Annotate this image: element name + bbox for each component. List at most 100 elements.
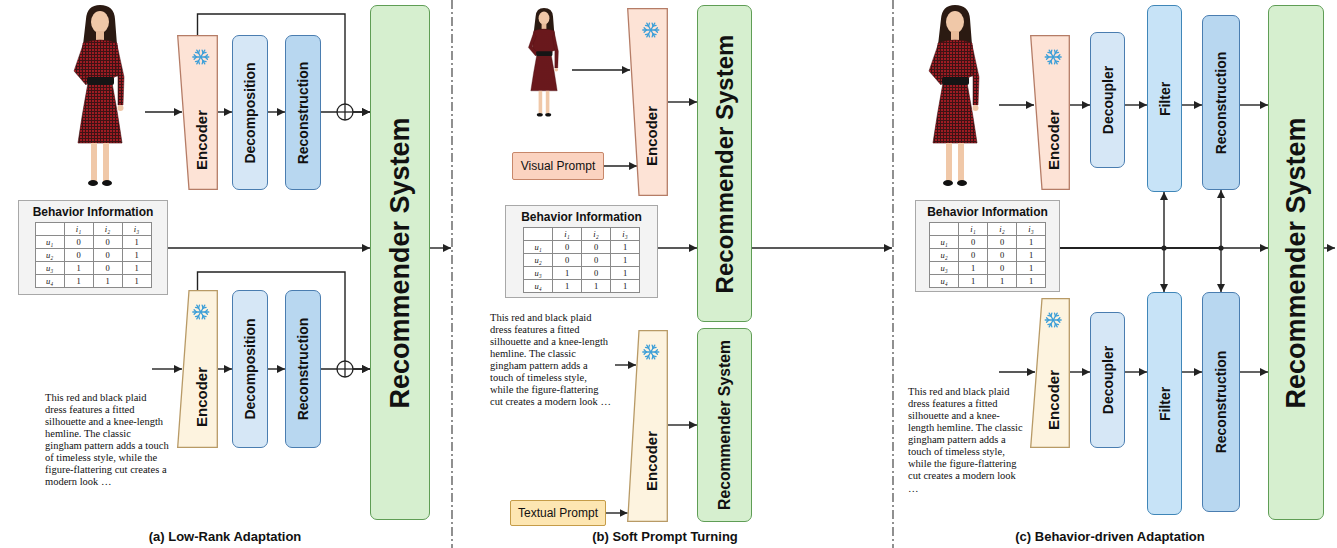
matrix-cell: 1 [1017, 249, 1046, 262]
connector-arrow [668, 424, 697, 425]
connector-arrow [658, 247, 697, 248]
panel-separator [452, 0, 893, 548]
recommender-box: Recommender System [697, 328, 752, 522]
matrix-cell: u₁ [930, 236, 959, 249]
matrix-cell: 1 [1017, 236, 1046, 249]
matrix-cell: i₂ [988, 223, 1017, 236]
matrix-cell: 0 [94, 236, 123, 249]
matrix-cell: 1 [611, 267, 640, 280]
encoder-label: Encoder [193, 110, 208, 170]
connector-arrow [1070, 371, 1090, 372]
matrix-cell: 0 [65, 249, 94, 262]
item-description: This red and black plaid dress features … [45, 392, 170, 489]
recommender-label: Recommender System [717, 340, 733, 510]
module-label: Decomposition [243, 318, 257, 419]
module-label: Reconstruction [296, 61, 310, 164]
connector-arrow [268, 368, 285, 369]
matrix-cell: 0 [553, 254, 582, 267]
matrix-cell: i₃ [1017, 223, 1046, 236]
matrix-cell: 1 [1017, 262, 1046, 275]
prompt-box: Visual Prompt [512, 152, 604, 180]
recommender-label: Recommender System [713, 34, 737, 293]
module-box: Decomposition [232, 290, 268, 448]
matrix-cell: 0 [988, 236, 1017, 249]
module-box: Filter [1147, 292, 1182, 515]
connector-arrow [1070, 104, 1090, 105]
connector-arrow [1182, 371, 1202, 372]
frozen-snowflake-icon [1045, 313, 1061, 327]
matrix-cell: 1 [65, 275, 94, 288]
encoder-block: Encoder [1030, 298, 1070, 448]
matrix-cell: 0 [553, 241, 582, 254]
matrix-cell: 1 [94, 275, 123, 288]
encoder-outline [178, 36, 218, 190]
matrix-cell: i₂ [94, 223, 123, 236]
matrix-cell: i₃ [611, 228, 640, 241]
matrix-cell: 1 [123, 249, 152, 262]
encoder-outline [1031, 299, 1070, 448]
encoder-outline [178, 291, 218, 448]
module-box: Reconstruction [1202, 292, 1240, 512]
junction-dot [1161, 245, 1166, 250]
matrix-cell: i₁ [65, 223, 94, 236]
recommender-box: Recommender System [1268, 5, 1324, 520]
behavior-table-box: Behavior Informationi₁i₂i₃u₁001u₂001u₃10… [915, 200, 1060, 292]
encoder-shape [627, 8, 668, 196]
matrix-cell: u₄ [930, 275, 959, 288]
module-label: Filter [1158, 386, 1172, 420]
matrix-cell: u₃ [524, 267, 553, 280]
matrix-cell: 1 [959, 275, 988, 288]
connector-arrow [1240, 371, 1268, 372]
connector-arrow [1060, 192, 1164, 248]
matrix-cell: 1 [123, 236, 152, 249]
connector-arrow [1125, 104, 1147, 105]
matrix-cell: u₃ [930, 262, 959, 275]
frozen-snowflake-icon [1045, 50, 1061, 64]
matrix-cell: 1 [553, 280, 582, 293]
matrix-cell: 0 [988, 262, 1017, 275]
module-box: Reconstruction [285, 290, 321, 448]
module-box: Reconstruction [285, 35, 321, 190]
encoder-block: Encoder [177, 290, 218, 448]
matrix-cell: 1 [65, 262, 94, 275]
encoder-label: Encoder [1046, 370, 1061, 430]
connector-arrow [198, 272, 371, 369]
encoder-block: Encoder [627, 8, 668, 196]
matrix-cell: u₄ [524, 280, 553, 293]
sum-symbol [337, 104, 353, 120]
matrix-corner [36, 223, 65, 236]
encoder-label: Encoder [1046, 110, 1061, 170]
matrix-cell: i₂ [582, 228, 611, 241]
behavior-matrix: i₁i₂i₃u₁001u₂001u₃101u₄111 [523, 227, 640, 293]
connector-arrow [1182, 104, 1202, 105]
matrix-cell: u₂ [36, 249, 65, 262]
encoder-outline [1031, 36, 1070, 190]
encoder-label: Encoder [643, 431, 658, 491]
matrix-cell: 1 [611, 280, 640, 293]
behavior-table-box: Behavior Informationi₁i₂i₃u₁001u₂001u₃10… [505, 205, 658, 298]
module-box: Decoupler [1090, 32, 1125, 168]
matrix-cell: 0 [582, 267, 611, 280]
matrix-cell: i₃ [123, 223, 152, 236]
box-heading: Behavior Information [916, 205, 1059, 219]
module-label: Filter [1158, 81, 1172, 115]
panel-caption: (a) Low-Rank Adaptation [149, 530, 302, 544]
matrix-cell: u₄ [36, 275, 65, 288]
matrix-cell: 0 [988, 249, 1017, 262]
module-box: Reconstruction [1202, 15, 1240, 190]
connector-arrow [1125, 371, 1147, 372]
module-label: Decoupler [1101, 66, 1115, 134]
encoder-block: Encoder [177, 35, 218, 190]
module-label: Reconstruction [1214, 51, 1228, 154]
item-description: This red and black plaid dress features … [908, 386, 1023, 495]
connector-arrow [168, 247, 370, 248]
encoder-block: Encoder [627, 330, 668, 522]
matrix-cell: 1 [553, 267, 582, 280]
panel-caption: (b) Soft Prompt Turning [592, 530, 738, 544]
encoder-block: Encoder [1030, 35, 1070, 190]
product-photo [528, 8, 558, 117]
module-box: Decoupler [1090, 312, 1125, 448]
behavior-matrix: i₁i₂i₃u₁001u₂001u₃101u₄111 [35, 222, 152, 288]
matrix-cell: u₁ [524, 241, 553, 254]
